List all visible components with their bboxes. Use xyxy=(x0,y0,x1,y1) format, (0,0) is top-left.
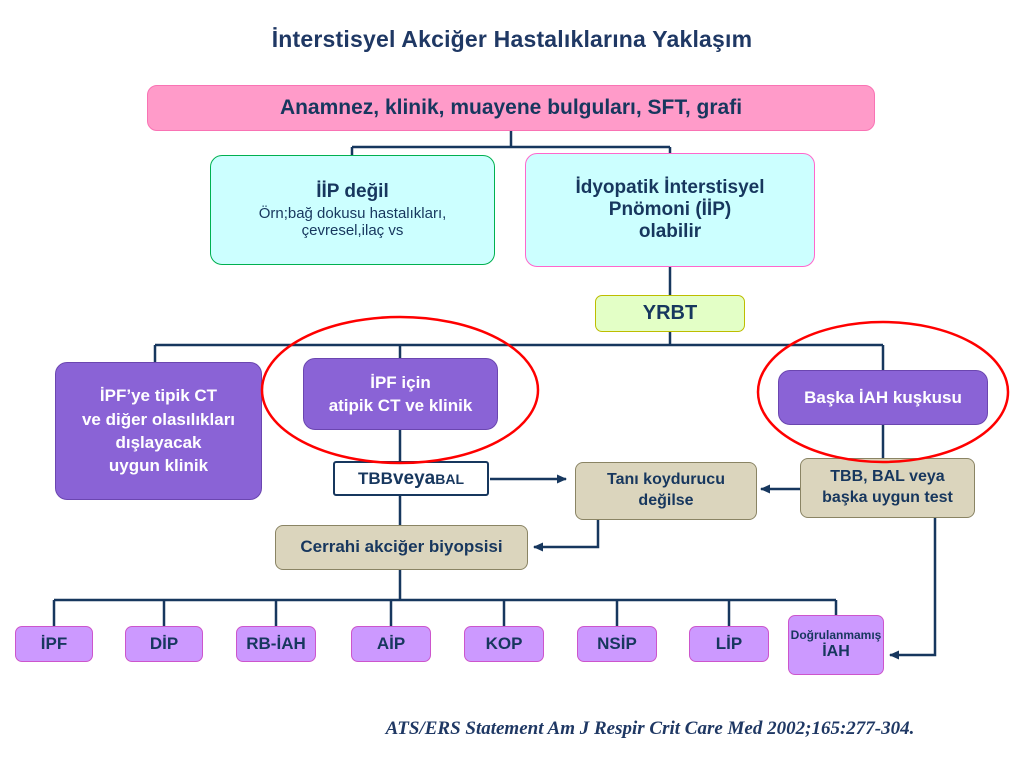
veya-label: veya xyxy=(392,467,436,489)
box-nsip: NSİP xyxy=(577,626,657,662)
bal-label: BAL xyxy=(435,470,464,487)
box-iip-olabilir: İdyopatik İnterstisyel Pnömoni (İİP) ola… xyxy=(525,153,815,267)
slide-title: İnterstisyel Akciğer Hastalıklarına Yakl… xyxy=(271,26,753,52)
iip-degil-title: İİP değil xyxy=(316,181,389,202)
dogrulanmamis-label: Doğrulanmamış xyxy=(790,628,882,643)
reference-citation: ATS/ERS Statement Am J Respir Crit Care … xyxy=(385,718,915,739)
box-tbb-bal-baska-test: TBB, BAL veya başka uygun test xyxy=(800,458,975,518)
box-tani-koydurucu-degilse: Tanı koydurucu değilse xyxy=(575,462,757,520)
iah-label: İAH xyxy=(822,642,850,660)
box-baska-iah-kuskusu: Başka İAH kuşkusu xyxy=(778,370,988,425)
box-ipf-tipik-ct: İPF’ye tipik CT ve diğer olasılıkları dı… xyxy=(55,362,262,500)
iip-degil-examples: Örn;bağ dokusu hastalıkları, çevresel,il… xyxy=(258,205,447,239)
box-kop: KOP xyxy=(464,626,544,662)
box-yrbt: YRBT xyxy=(595,295,745,332)
box-cerrahi-biyopsi: Cerrahi akciğer biyopsisi xyxy=(275,525,528,570)
box-iip-degil: İİP değil Örn;bağ dokusu hastalıkları, ç… xyxy=(210,155,495,265)
box-ipf: İPF xyxy=(15,626,93,662)
box-dogrulanmamis-iah: Doğrulanmamış İAH xyxy=(788,615,884,675)
tbb-label: TBB xyxy=(357,468,393,488)
box-aip: AİP xyxy=(351,626,431,662)
box-rb-iah: RB-İAH xyxy=(236,626,316,662)
box-lip: LİP xyxy=(689,626,769,662)
box-anamnez: Anamnez, klinik, muayene bulguları, SFT,… xyxy=(147,85,875,131)
box-dip: DİP xyxy=(125,626,203,662)
box-tbb-veya-bal: TBB veya BAL xyxy=(333,461,489,496)
box-ipf-atipik-ct: İPF için atipik CT ve klinik xyxy=(303,358,498,430)
